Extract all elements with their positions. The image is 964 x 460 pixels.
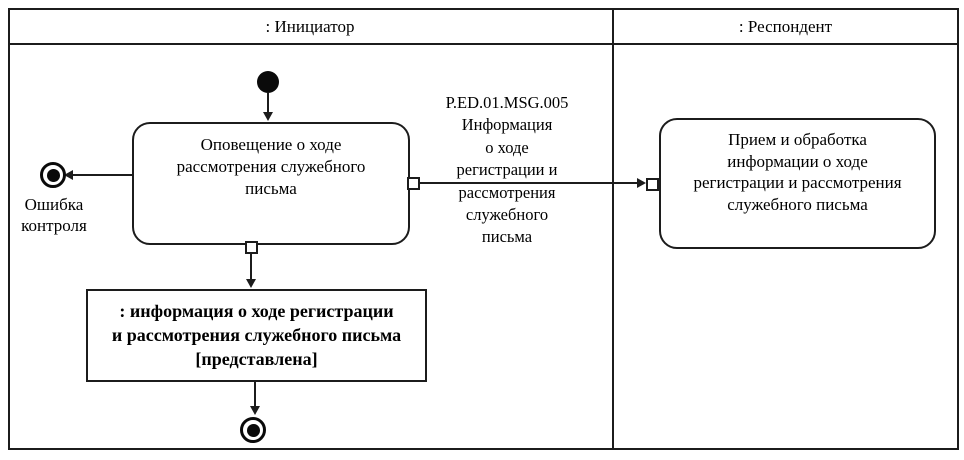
final-node-end <box>240 417 266 443</box>
message-label: P.ED.01.MSG.005 Информация о ходе регист… <box>423 92 591 249</box>
lane-divider-line <box>612 8 614 450</box>
flow-error-line <box>68 174 132 176</box>
message-label-line: Информация <box>461 115 553 135</box>
lane-header-initiator: : Инициатор <box>265 17 355 36</box>
action-initiator-line: рассмотрения служебного <box>176 157 366 176</box>
final-node-error-dot <box>46 168 60 182</box>
output-pin-initiator <box>407 177 420 190</box>
action-respondent-line: регистрации и рассмотрения <box>693 173 902 192</box>
message-label-line: P.ED.01.MSG.005 <box>445 93 569 112</box>
flow-start-arrowhead-icon <box>263 112 273 121</box>
flow-object-arrowhead-icon <box>246 279 256 288</box>
flow-end-line <box>254 382 256 408</box>
action-initiator-line: Оповещение о ходе <box>200 135 342 154</box>
flow-object-line <box>250 254 252 281</box>
action-respondent-line: Прием и обработка <box>728 130 867 149</box>
message-label-line: служебного <box>465 205 549 225</box>
object-node-line: и рассмотрения служебного письма <box>111 325 402 345</box>
message-label-line: о ходе <box>485 137 529 157</box>
action-initiator-notify: Оповещение о ходе рассмотрения служебног… <box>132 122 410 245</box>
action-respondent-line: информации о ходе <box>727 151 868 171</box>
final-node-error <box>40 162 66 188</box>
object-node-information: : информация о ходе регистрации и рассмо… <box>86 289 427 382</box>
flow-message-line <box>420 182 638 184</box>
flow-end-arrowhead-icon <box>250 406 260 415</box>
flow-error-arrowhead-icon <box>64 170 73 180</box>
object-node-line: : информация о ходе регистрации <box>119 301 394 321</box>
message-label-line: регистрации и <box>456 160 558 180</box>
object-node-line: [представлена] <box>195 349 318 369</box>
output-pin-initiator-bottom <box>245 241 258 254</box>
error-label: Ошибка контроля <box>9 194 99 236</box>
message-label-line: рассмотрения <box>458 182 556 202</box>
final-node-end-dot <box>246 423 260 437</box>
action-respondent-receive: Прием и обработка информации о ходе реги… <box>659 118 936 249</box>
lane-header-respondent: : Респондент <box>738 17 833 36</box>
header-separator-line <box>8 43 959 45</box>
message-label-line: письма <box>481 227 533 247</box>
action-respondent-line: служебного письма <box>727 194 868 214</box>
flow-start-line <box>267 93 269 115</box>
flow-message-arrowhead-icon <box>637 178 646 188</box>
action-initiator-line: письма <box>245 179 297 198</box>
error-label-line: Ошибка <box>24 195 84 214</box>
initial-node <box>257 71 279 93</box>
error-label-line: контроля <box>21 216 87 235</box>
input-pin-respondent <box>646 178 659 191</box>
